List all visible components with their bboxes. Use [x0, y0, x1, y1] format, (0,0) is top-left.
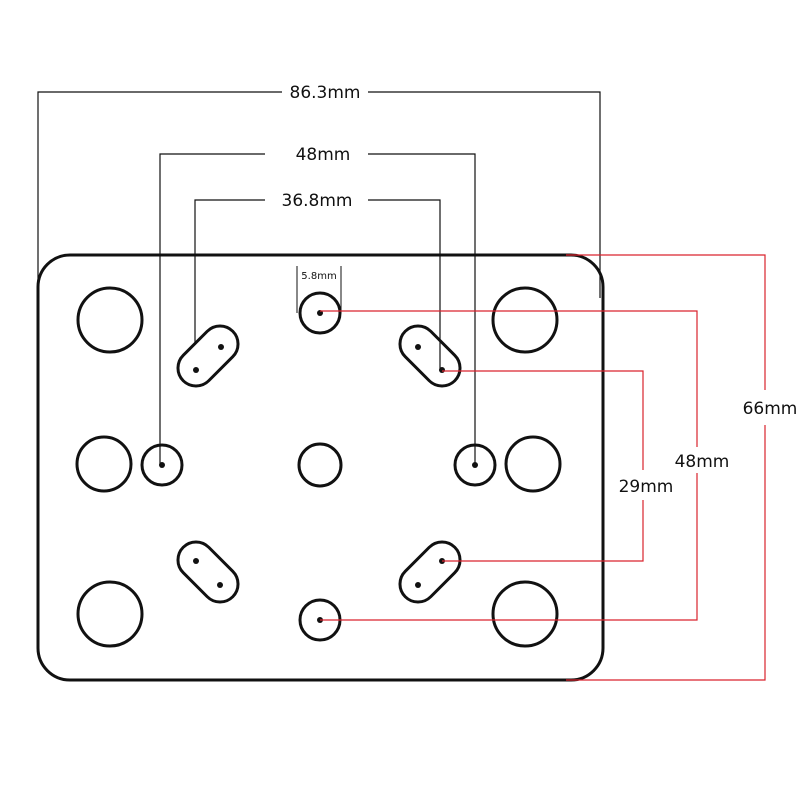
large-hole-bottom-left [76, 580, 144, 648]
dim-small-hole-diameter-lines [296, 266, 342, 313]
large-hole-mid-right [504, 435, 562, 493]
dim-small-hole-diameter: 5.8mm [301, 271, 336, 282]
dim-vertical-slot-spacing: 29mm [619, 477, 674, 497]
dim-outer-hole-spacing: 48mm [296, 145, 351, 165]
slot-top-left [176, 324, 240, 388]
small-hole-left [140, 443, 184, 487]
dim-slot-spacing: 36.8mm [282, 191, 353, 211]
dim-vertical-slot-spacing-lines [442, 370, 644, 562]
center-marks [159, 310, 478, 623]
slot-bottom-right [398, 540, 462, 604]
center-hole-top [298, 291, 342, 335]
slot-top-right [398, 324, 462, 388]
dim-outer-hole-spacing-lines [159, 153, 476, 465]
large-hole-bottom-right [491, 580, 559, 648]
dim-overall-width: 86.3mm [290, 83, 361, 103]
plate-outline [36, 253, 605, 682]
large-hole-top-right [491, 286, 559, 354]
dim-slot-spacing-lines [194, 199, 441, 370]
dim-overall-height: 66mm [743, 399, 798, 419]
dim-vertical-hole-spacing: 48mm [675, 452, 730, 472]
large-hole-mid-left [75, 435, 133, 493]
dim-overall-width-lines [37, 91, 601, 298]
center-hole-middle [297, 442, 343, 488]
slot-bottom-left [176, 540, 240, 604]
large-hole-top-left [76, 286, 144, 354]
dim-overall-height-lines [566, 254, 766, 681]
dim-vertical-hole-spacing-lines [320, 310, 698, 621]
